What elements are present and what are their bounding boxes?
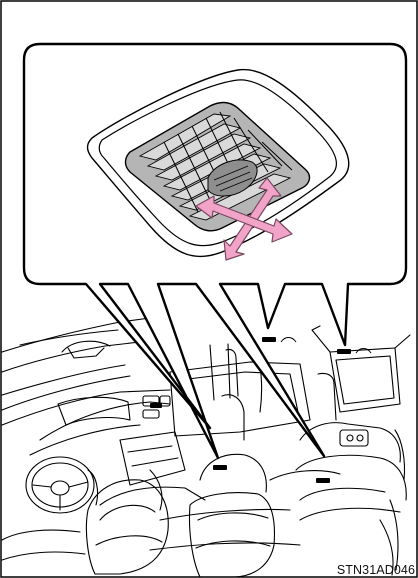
figure-code: STN31AD046 — [337, 563, 415, 577]
vent-marker — [150, 403, 162, 408]
vent-marker — [337, 349, 351, 354]
vent-marker — [213, 465, 227, 470]
vent-marker — [262, 337, 276, 342]
vent-marker — [316, 478, 330, 483]
car-interior-illustration — [2, 318, 410, 577]
